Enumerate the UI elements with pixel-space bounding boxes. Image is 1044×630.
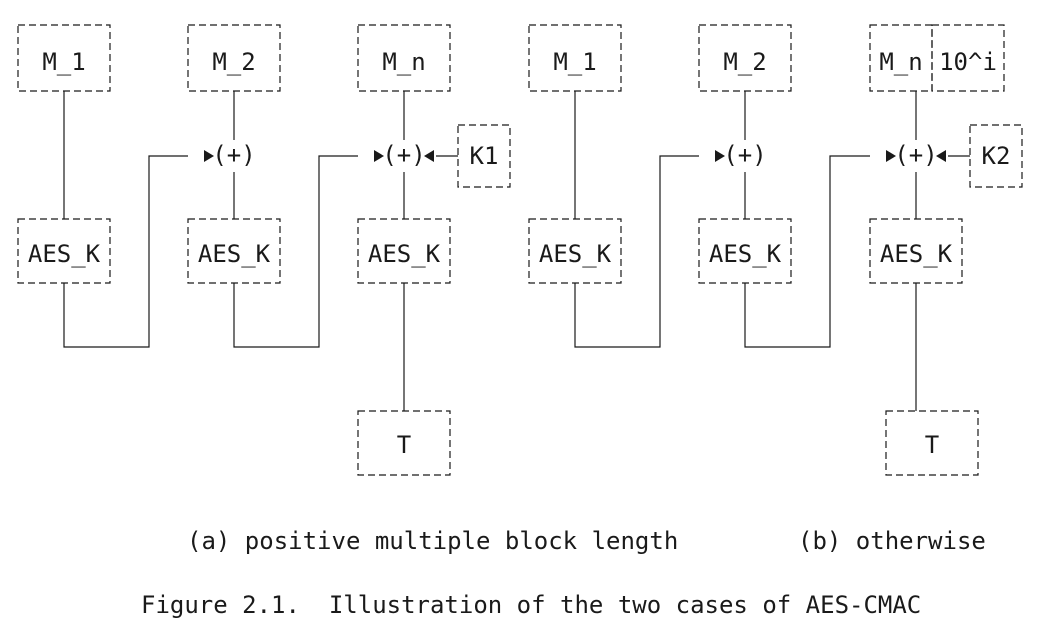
panel-b-cipher-label-1: AES_K — [539, 240, 612, 268]
panel-b-chain-2 — [744, 155, 870, 348]
panel-b-arrowhead — [886, 150, 896, 162]
panel-b-subkey-box — [969, 124, 1023, 188]
panel-b-output-box — [885, 410, 979, 476]
panel-a-output-label: T — [397, 431, 411, 459]
panel-a-caption: (a) positive multiple block length — [187, 527, 678, 555]
panel-b-cipher-label-n: AES_K — [880, 240, 953, 268]
panel-b-cipher-label-2: AES_K — [709, 240, 782, 268]
panel-b-padding-label: 10^i — [939, 48, 997, 76]
panel-b-input-label-n: M_n — [879, 48, 922, 76]
panel-b-output-label: T — [925, 431, 939, 459]
panel-a-arrowhead — [424, 150, 434, 162]
panel-a-input-label-2: M_2 — [212, 48, 255, 76]
panel-a-cipher-label-2: AES_K — [198, 240, 271, 268]
panel-a-subkey-box — [457, 124, 511, 188]
panel-a-cipher-label-1: AES_K — [28, 240, 101, 268]
panel-a-cipher-label-n: AES_K — [368, 240, 441, 268]
panel-a-arrowhead — [374, 150, 384, 162]
panel-a-arrowhead — [204, 150, 214, 162]
panel-b-chain-1 — [574, 155, 699, 348]
panel-b-arrowhead — [936, 150, 946, 162]
panel-b-padding-box — [931, 24, 1005, 92]
panel-a-chain-1 — [63, 155, 188, 348]
panel-b-caption: (b) otherwise — [798, 527, 986, 555]
panel-b-subkey-label: K2 — [982, 142, 1011, 170]
panel-b-xor-n: (+) — [894, 141, 937, 169]
panel-a-xor-n: (+) — [382, 141, 425, 169]
panel-a-chain-2 — [233, 155, 358, 348]
panel-b: M_1 M_2 M_n 10^i AES_K (+) AES_K (+) AES… — [528, 24, 1023, 476]
panel-a-input-label-1: M_1 — [42, 48, 85, 76]
panel-a-xor-1: (+) — [212, 141, 255, 169]
panel-b-arrowhead — [715, 150, 725, 162]
panel-b-xor-1: (+) — [723, 141, 766, 169]
panel-a-output-box — [357, 410, 451, 476]
panel-a-subkey-label: K1 — [470, 142, 499, 170]
panel-b-input-label-1: M_1 — [553, 48, 596, 76]
panel-a-input-label-n: M_n — [382, 48, 425, 76]
figure-caption: Figure 2.1. Illustration of the two case… — [141, 591, 921, 619]
panel-b-input-label-2: M_2 — [723, 48, 766, 76]
panel-a: M_1 M_2 M_n AES_K (+) AES_K (+) AES_K K1 — [17, 24, 511, 476]
